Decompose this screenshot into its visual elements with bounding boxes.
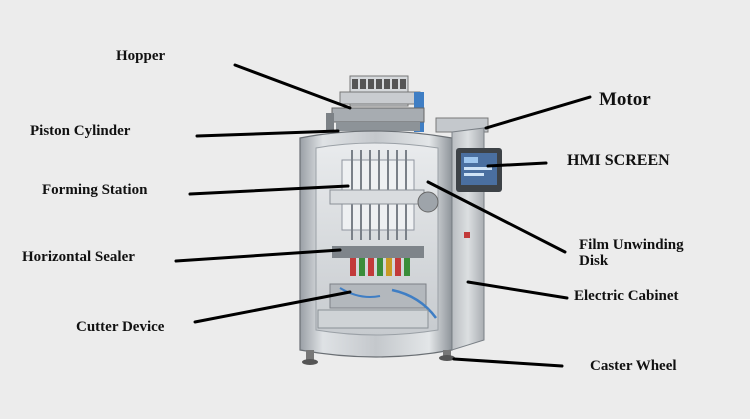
machine-frame (300, 131, 452, 357)
leader-hopper (235, 65, 350, 108)
label-caster-wheel: Caster Wheel (590, 359, 677, 375)
label-electric-cabinet: Electric Cabinet (574, 289, 679, 305)
hmi-screen (456, 148, 502, 192)
label-forming-station: Forming Station (42, 183, 147, 199)
label-cutter-device: Cutter Device (76, 320, 164, 336)
label-hopper: Hopper (116, 49, 165, 65)
piston-cylinder (326, 108, 424, 131)
label-film-unwinding-disk: Film Unwinding Disk (579, 238, 709, 270)
label-horizontal-sealer: Horizontal Sealer (22, 250, 135, 266)
label-motor: Motor (599, 90, 651, 110)
leader-motor (486, 97, 590, 128)
leader-caster-wheel (454, 359, 562, 366)
label-hmi-screen: HMI SCREEN (567, 153, 670, 170)
label-piston-cylinder: Piston Cylinder (30, 124, 130, 140)
